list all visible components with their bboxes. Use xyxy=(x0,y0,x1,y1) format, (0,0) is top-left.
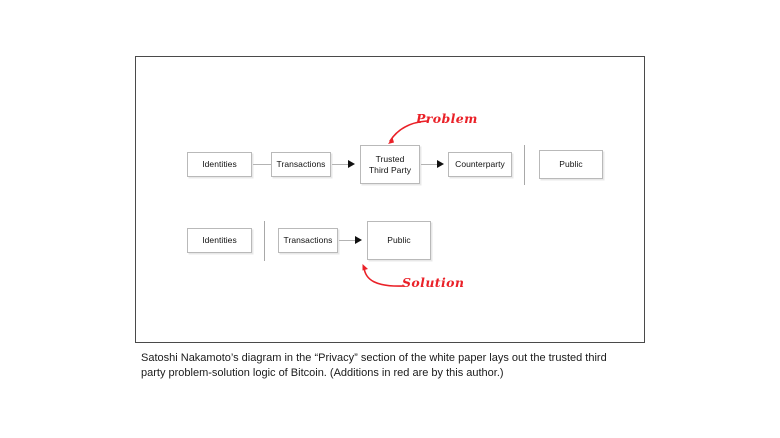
node-label: Public xyxy=(559,159,583,170)
divider-row1 xyxy=(524,145,525,185)
node-row1-public: Public xyxy=(539,150,603,179)
node-label: Transactions xyxy=(283,235,333,246)
node-row1-transactions: Transactions xyxy=(271,152,331,177)
solution-arrow-icon xyxy=(362,264,405,287)
node-row1-identities: Identities xyxy=(187,152,252,177)
arrowhead-row1-ttp-counterparty xyxy=(437,160,444,168)
divider-row2 xyxy=(264,221,265,261)
annotation-solution-label: Solution xyxy=(402,275,465,290)
connector-row1-identities-transactions xyxy=(253,164,271,165)
annotation-problem-label: Problem xyxy=(416,111,478,126)
node-row1-trusted-third-party: Trusted Third Party xyxy=(360,145,420,184)
node-row2-public: Public xyxy=(367,221,431,260)
node-label: Identities xyxy=(202,159,237,170)
node-label: Trusted Third Party xyxy=(368,154,412,175)
diagram-canvas: Identities Transactions Trusted Third Pa… xyxy=(136,57,644,342)
figure-caption: Satoshi Nakamoto’s diagram in the “Priva… xyxy=(141,352,607,380)
node-label: Transactions xyxy=(276,159,326,170)
connector-row1-ttp-counterparty xyxy=(421,164,437,165)
node-label: Identities xyxy=(202,235,237,246)
arrowhead-row1-transactions-ttp xyxy=(348,160,355,168)
node-row2-transactions: Transactions xyxy=(278,228,338,253)
node-row1-counterparty: Counterparty xyxy=(448,152,512,177)
slide-frame: Identities Transactions Trusted Third Pa… xyxy=(135,56,645,343)
problem-arrow-icon xyxy=(388,120,428,144)
node-label: Public xyxy=(387,235,411,246)
arrowhead-row2-transactions-public xyxy=(355,236,362,244)
node-row2-identities: Identities xyxy=(187,228,252,253)
connector-row1-transactions-ttp xyxy=(332,164,348,165)
node-label: Counterparty xyxy=(455,159,505,170)
connector-row2-transactions-public xyxy=(339,240,355,241)
